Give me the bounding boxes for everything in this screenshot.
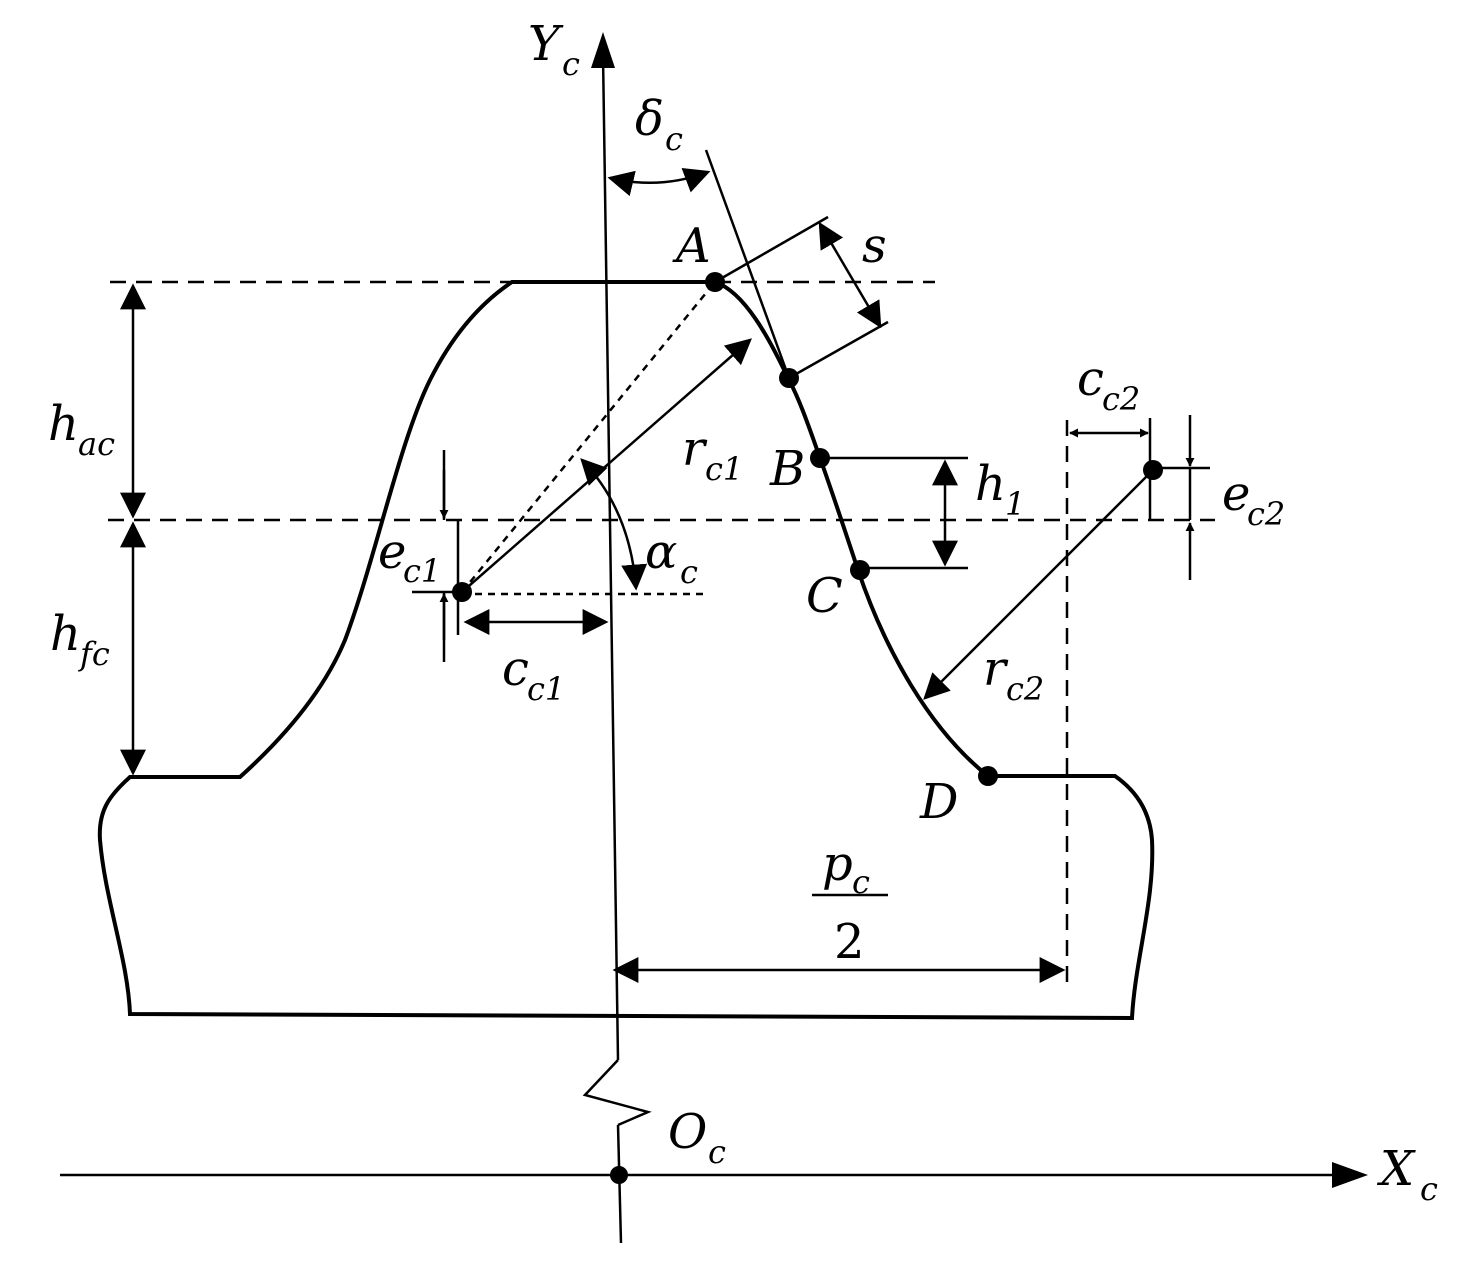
alpha-arc [580, 458, 648, 591]
y-axis-upper [601, 54, 620, 1061]
origin-label: O [668, 1104, 707, 1160]
r-c2-arrow [923, 469, 1154, 700]
h-ac-label: h [48, 396, 79, 452]
x-axis-sub: c [1420, 1170, 1438, 1208]
e-c1-sub: c1 [403, 552, 441, 590]
h-fc-sub: fc [78, 635, 110, 673]
h-fc-label: h [50, 606, 81, 662]
r-c1-label: r [682, 421, 708, 477]
point-d-label: D [919, 774, 958, 830]
r-c2-label: r [983, 641, 1009, 697]
y-axis-sub: c [562, 45, 580, 83]
s-extension-top [714, 215, 829, 284]
alpha-sub: c [680, 553, 698, 591]
c-c1-sub: c1 [527, 670, 565, 708]
s-label: s [862, 218, 887, 274]
center1-to-a-dotted [461, 281, 716, 593]
point-b-label: B [769, 441, 805, 497]
s-dimension [818, 221, 882, 329]
c-c1-label: c [502, 641, 529, 697]
r-c1-sub: c1 [705, 450, 743, 488]
y-axis-arrowhead [591, 32, 615, 68]
pitch-denominator: 2 [834, 914, 865, 970]
r-c2-sub: c2 [1006, 670, 1044, 708]
s-extension-bottom [788, 320, 889, 380]
point-c-dot [850, 560, 870, 580]
y-axis-label: Y [528, 16, 564, 72]
delta-label: δ [635, 91, 664, 147]
x-axis-label: X [1376, 1141, 1416, 1197]
pitch-numerator-sub: c [852, 863, 870, 901]
e-c2-sub: c2 [1247, 495, 1285, 533]
origin-point [610, 1166, 628, 1184]
y-axis-break [582, 1059, 652, 1127]
origin-sub: c [708, 1133, 726, 1171]
center2-point [1143, 460, 1163, 480]
point-c-label: C [806, 568, 843, 624]
h-ac-sub: ac [78, 425, 115, 463]
c-c2-label: c [1077, 351, 1104, 407]
e-c2-label: e [1222, 466, 1250, 522]
point-a-dot [705, 272, 725, 292]
alpha-label: α [645, 524, 677, 580]
e-c1-label: e [378, 524, 406, 580]
pitch-numerator: p [822, 836, 853, 892]
y-axis-lower [616, 1124, 623, 1244]
delta-arc [607, 168, 711, 197]
c-c2-sub: c2 [1102, 380, 1140, 418]
x-axis-arrowhead [1332, 1162, 1368, 1188]
delta-sub: c [665, 120, 683, 158]
point-d-dot [978, 766, 998, 786]
h1-sub: 1 [1005, 485, 1025, 523]
tangent-point-dot [779, 368, 799, 388]
point-a-label: A [672, 218, 711, 274]
h1-label: h [975, 456, 1006, 512]
